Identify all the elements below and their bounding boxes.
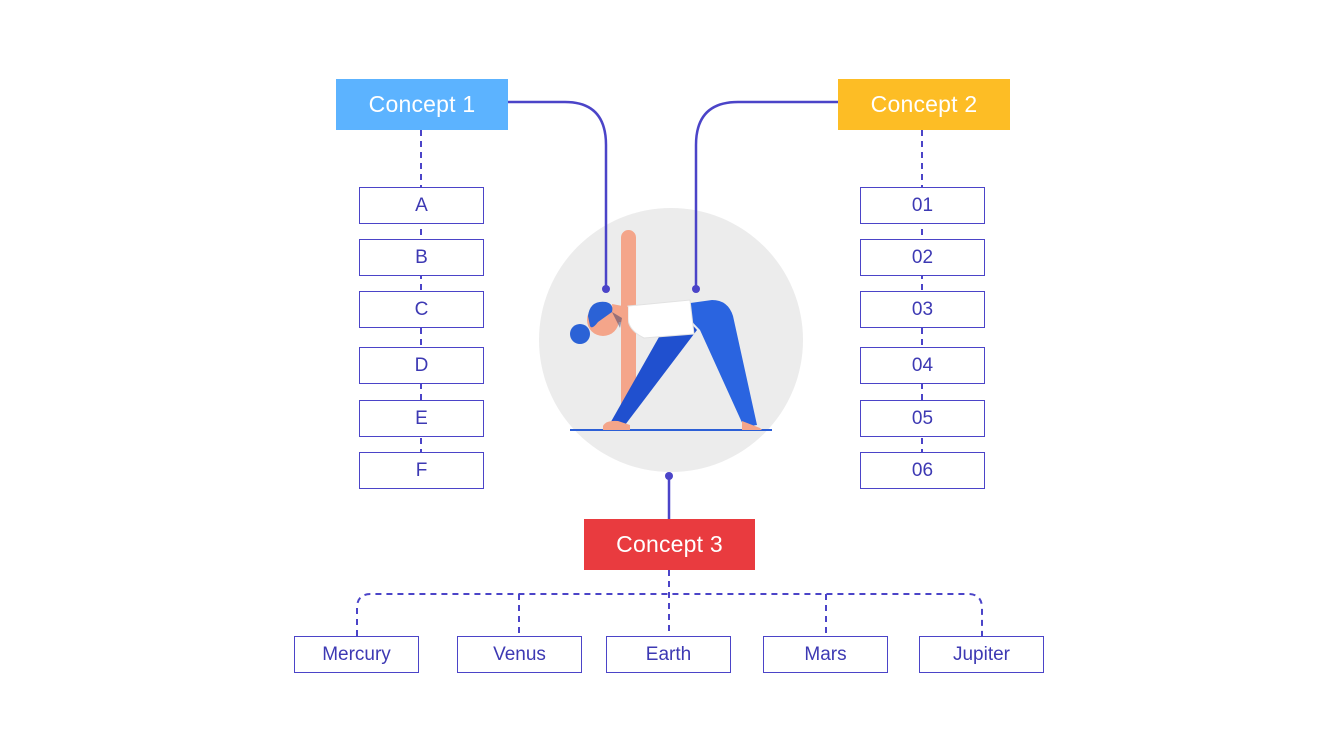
concept3-item-jupiter: Jupiter [919, 636, 1044, 673]
concept1-item-c: C [359, 291, 484, 328]
concept3-item-earth: Earth [606, 636, 731, 673]
concept1-item-f: F [359, 452, 484, 489]
yoga-triangle-pose-icon [570, 230, 772, 431]
concept2-connector [694, 100, 838, 288]
concept1-box: Concept 1 [336, 79, 508, 130]
concept1-connector-dot [602, 285, 610, 293]
concept2-item-01: 01 [860, 187, 985, 224]
concept1-item-e: E [359, 400, 484, 437]
concept2-item-03: 03 [860, 291, 985, 328]
concept2-item-04: 04 [860, 347, 985, 384]
concept1-item-d: D [359, 347, 484, 384]
concept1-item-b: B [359, 239, 484, 276]
concept2-item-06: 06 [860, 452, 985, 489]
concept3-item-mercury: Mercury [294, 636, 419, 673]
concept3-item-mars: Mars [763, 636, 888, 673]
concept3-connector-dot [665, 472, 673, 480]
concept1-item-a: A [359, 187, 484, 224]
concept2-box: Concept 2 [838, 79, 1010, 130]
concept3-dashed-tree [356, 570, 983, 636]
concept2-connector-dot [692, 285, 700, 293]
concept2-item-05: 05 [860, 400, 985, 437]
concept2-item-02: 02 [860, 239, 985, 276]
concept3-box: Concept 3 [584, 519, 755, 570]
concept3-item-venus: Venus [457, 636, 582, 673]
concept1-connector [508, 100, 608, 288]
